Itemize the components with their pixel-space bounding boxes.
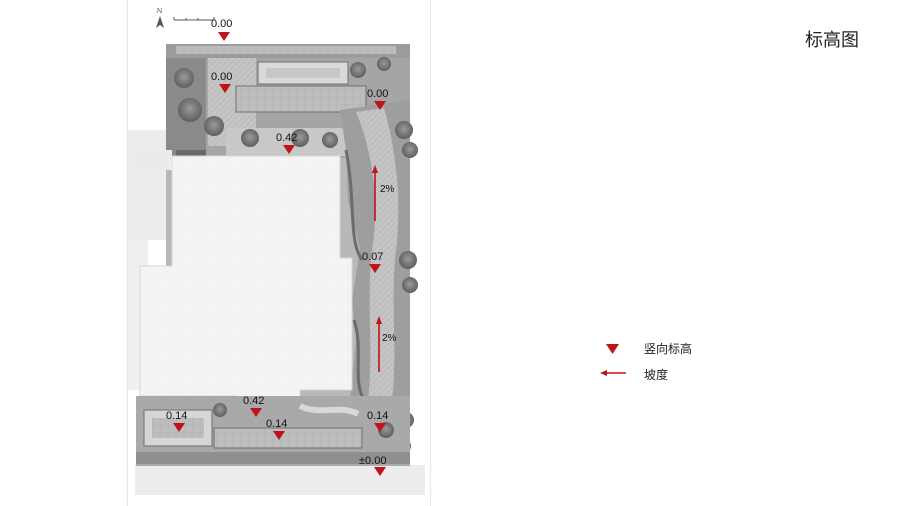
elevation-label: 0.00 (211, 71, 233, 83)
elevation-label: 0.42 (243, 395, 265, 407)
top-strip-paving (176, 46, 396, 54)
north-arrow-icon (156, 16, 164, 28)
elevation-marker-icon (218, 32, 230, 41)
right-stream (344, 149, 364, 261)
elevation-marker-icon (173, 423, 185, 432)
bottom-strip (136, 452, 410, 464)
north-label: N (157, 8, 163, 15)
elevation-marker-icon (374, 467, 386, 476)
page-title: 标高图 (805, 30, 859, 51)
frame-line-right (430, 0, 431, 506)
elevation-label: 0.42 (276, 132, 298, 144)
upper-walkway (235, 85, 367, 113)
elevation-label: ±0.00 (359, 455, 387, 467)
elevation-label: 0.14 (367, 410, 389, 422)
right-path (356, 108, 399, 466)
elevation-label: 0.14 (166, 410, 188, 422)
ghost-neighbor-left (128, 130, 168, 240)
legend-elevation-marker-icon (606, 344, 619, 354)
elevation-marker-icon (250, 408, 262, 417)
legend: 竖向标高 坡度 (600, 338, 740, 388)
lower-stream (298, 403, 360, 417)
elevation-marker-icon (283, 145, 295, 154)
building-roof (139, 155, 353, 405)
elevation-label: 0.14 (266, 418, 288, 430)
elevation-label: 0.00 (211, 18, 233, 30)
elevation-marker-icon (219, 84, 231, 93)
slope-arrow-icon (376, 316, 382, 372)
scale-bar (173, 17, 215, 21)
elevation-label: 0.07 (362, 251, 384, 263)
elevation-marker-icon (369, 264, 381, 273)
upper-pool-inner (266, 68, 340, 78)
lower-walkway (213, 427, 363, 449)
building-service (136, 150, 172, 170)
right-stream-lower (352, 319, 366, 401)
elevation-marker-icon (374, 423, 386, 432)
slope-label: 2% (380, 184, 395, 195)
elevation-label: 0.00 (367, 88, 389, 100)
legend-slope-arrow-icon (600, 370, 626, 376)
frame-line-left (127, 0, 128, 506)
slope-arrow-icon (372, 165, 378, 221)
legend-slope-label: 坡度 (644, 368, 669, 382)
elevation-marker-icon (273, 431, 285, 440)
slope-label: 2% (382, 333, 397, 344)
legend-elevation-label: 竖向标高 (644, 342, 693, 356)
elevation-marker-icon (374, 101, 386, 110)
